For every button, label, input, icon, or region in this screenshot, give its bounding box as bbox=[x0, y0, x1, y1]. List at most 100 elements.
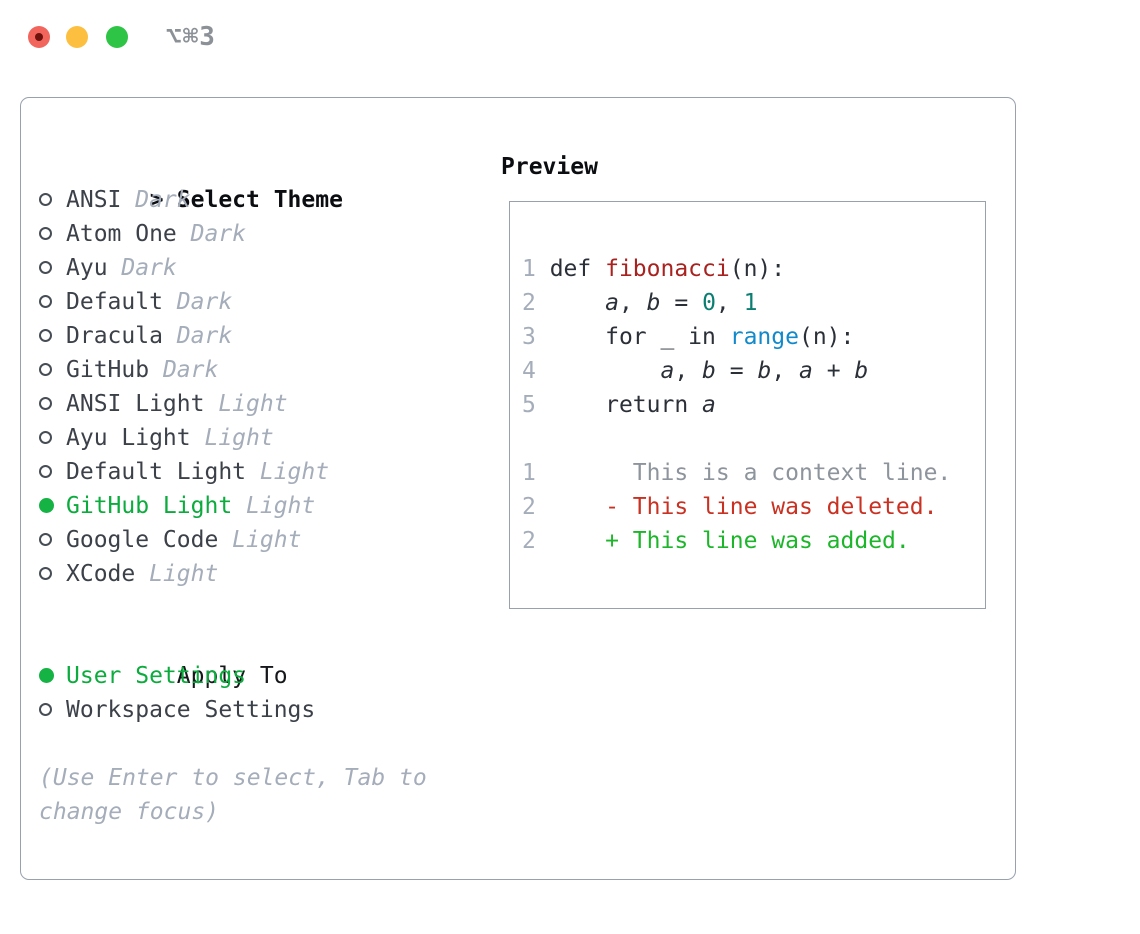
hint-text-line1: (Use Enter to select, Tab to bbox=[39, 765, 427, 791]
radio-unselected-icon bbox=[39, 319, 66, 353]
option-label: GitHub Light bbox=[66, 493, 233, 519]
code-token: b bbox=[702, 358, 716, 384]
code-token: def bbox=[549, 256, 606, 282]
theme-variant-label: Light bbox=[218, 527, 302, 553]
radio-circle-icon bbox=[39, 464, 52, 478]
select-theme-label: Select Theme bbox=[176, 187, 343, 213]
radio-circle-icon bbox=[39, 430, 52, 444]
theme-option[interactable]: Default Dark bbox=[39, 285, 427, 319]
option-label: GitHub bbox=[66, 357, 150, 383]
code-token: (n): bbox=[798, 324, 855, 350]
code-line: 2 + This line was added. bbox=[522, 524, 951, 558]
theme-variant-label: Light bbox=[190, 425, 274, 451]
code-token bbox=[550, 290, 605, 316]
line-number: 1 bbox=[522, 460, 550, 486]
code-token: + bbox=[812, 358, 855, 384]
minimize-button-icon[interactable] bbox=[66, 26, 88, 48]
radio-circle-icon bbox=[39, 192, 52, 206]
apply-to-label: Apply To bbox=[176, 663, 288, 689]
radio-circle-icon bbox=[39, 702, 52, 716]
option-label: Default Light bbox=[66, 459, 247, 485]
code-line: 5 return a bbox=[522, 388, 951, 422]
radio-unselected-icon bbox=[39, 523, 66, 557]
code-line: 3 for _ in range(n): bbox=[522, 320, 951, 354]
line-number: 5 bbox=[522, 392, 550, 418]
apply-to-option[interactable]: Workspace Settings bbox=[39, 693, 427, 727]
theme-variant-label: Dark bbox=[121, 187, 191, 213]
code-token: b bbox=[757, 358, 772, 384]
radio-unselected-icon bbox=[39, 353, 66, 387]
code-line: 1 This is a context line. bbox=[522, 456, 951, 490]
code-token: 1 bbox=[743, 290, 758, 316]
option-label: Dracula bbox=[66, 323, 163, 349]
radio-circle-icon bbox=[39, 396, 52, 410]
line-number: 4 bbox=[522, 358, 550, 384]
code-line bbox=[522, 422, 951, 456]
line-number: 2 bbox=[522, 528, 550, 554]
theme-option[interactable]: ANSI Dark bbox=[39, 183, 427, 217]
option-label: XCode bbox=[66, 561, 136, 587]
radio-unselected-icon bbox=[39, 455, 66, 489]
theme-variant-label: Light bbox=[135, 561, 219, 587]
code-line: 2 a, b = 0, 1 bbox=[522, 286, 951, 320]
radio-unselected-icon bbox=[39, 557, 66, 591]
radio-unselected-icon bbox=[39, 217, 66, 251]
hint-text-line2: change focus) bbox=[39, 799, 220, 825]
code-token: range bbox=[729, 324, 799, 350]
radio-circle-icon bbox=[39, 667, 54, 683]
code-token: , bbox=[674, 358, 703, 384]
code-token: a bbox=[605, 290, 619, 316]
code-token: for _ in bbox=[549, 324, 730, 350]
radio-circle-icon bbox=[39, 294, 52, 308]
code-token: fibonacci bbox=[605, 256, 730, 282]
select-theme-header: >Select Theme bbox=[39, 149, 427, 213]
line-number: 1 bbox=[522, 256, 550, 282]
theme-option[interactable]: ANSI Light Light bbox=[39, 387, 427, 421]
radio-circle-icon bbox=[39, 226, 52, 240]
radio-selected-icon bbox=[39, 659, 66, 693]
code-token: b bbox=[646, 290, 661, 316]
theme-variant-label: Dark bbox=[162, 323, 233, 349]
line-number: 2 bbox=[522, 290, 550, 316]
theme-option[interactable]: GitHub Light Light bbox=[39, 489, 427, 523]
preview-heading: Preview bbox=[501, 154, 598, 180]
option-label: ANSI bbox=[66, 187, 122, 213]
theme-option[interactable]: Ayu Dark bbox=[39, 251, 427, 285]
theme-option[interactable]: Google Code Light bbox=[39, 523, 427, 557]
code-token: , bbox=[771, 358, 800, 384]
option-label: Ayu Light bbox=[66, 425, 191, 451]
radio-unselected-icon bbox=[39, 421, 66, 455]
code-token: return bbox=[549, 392, 703, 418]
code-token bbox=[550, 358, 661, 384]
option-label: User Settings bbox=[66, 663, 247, 689]
radio-circle-icon bbox=[39, 497, 54, 513]
maximize-button-icon[interactable] bbox=[106, 26, 128, 48]
theme-variant-label: Light bbox=[204, 391, 288, 417]
radio-circle-icon bbox=[39, 566, 52, 580]
theme-option[interactable]: Ayu Light Light bbox=[39, 421, 427, 455]
code-line: 1 def fibonacci(n): bbox=[522, 252, 951, 286]
option-label: Default bbox=[66, 289, 163, 315]
option-label: ANSI Light bbox=[66, 391, 205, 417]
radio-circle-icon bbox=[39, 362, 52, 376]
theme-option[interactable]: Atom One Dark bbox=[39, 217, 427, 251]
code-line: 4 a, b = b, a + b bbox=[522, 354, 951, 388]
theme-option[interactable]: GitHub Dark bbox=[39, 353, 427, 387]
spacer-row bbox=[39, 591, 427, 625]
radio-unselected-icon bbox=[39, 183, 66, 217]
apply-to-header: Apply To bbox=[39, 625, 427, 689]
code-line: 2 - This line was deleted. bbox=[522, 490, 951, 524]
theme-variant-label: Dark bbox=[107, 255, 177, 281]
apply-to-option[interactable]: User Settings bbox=[39, 659, 427, 693]
close-button-icon[interactable] bbox=[28, 26, 50, 48]
code-token: + This line was added. bbox=[549, 528, 910, 554]
theme-option[interactable]: XCode Light bbox=[39, 557, 427, 591]
theme-variant-label: Dark bbox=[162, 289, 233, 315]
theme-option[interactable]: Dracula Dark bbox=[39, 319, 427, 353]
theme-option[interactable]: Default Light Light bbox=[39, 455, 427, 489]
